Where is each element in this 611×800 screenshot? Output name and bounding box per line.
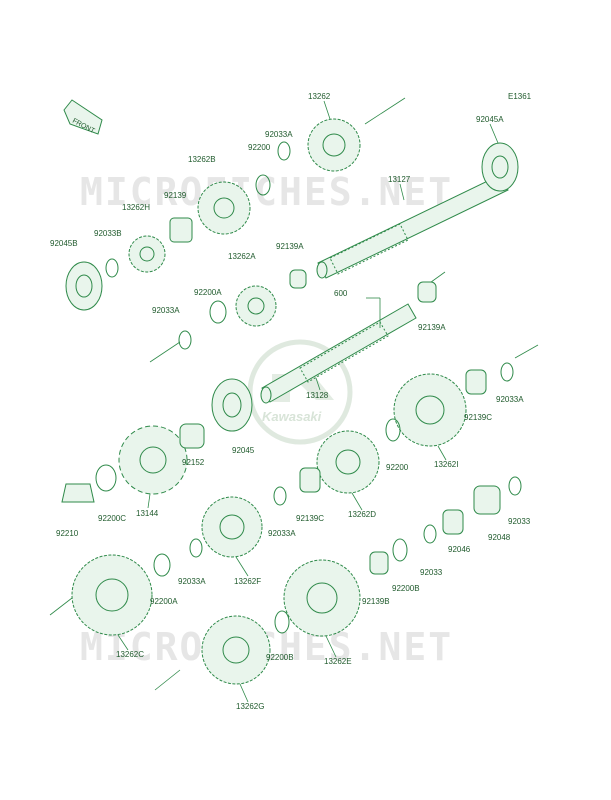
part-label: 13262E [324,657,352,666]
gear-13262A [235,285,277,327]
bearing-92045 [211,378,253,432]
part-label: 92210 [56,529,79,538]
sprocket-13144 [118,425,188,495]
part-label: 92033 [508,517,531,526]
part-label: 92139C [296,514,324,523]
part-label: 92139 [164,191,187,200]
part-label: 92139C [464,413,492,422]
part-label: 92139A [276,242,304,251]
gear-13262H [128,235,166,273]
gear-13262 [307,118,361,172]
circlip-92033-1 [508,476,522,496]
part-label: 92200A [150,597,178,606]
gear-13262I [393,373,467,447]
output-shaft [316,174,509,279]
part-label: 13262B [188,155,216,164]
part-label: 92033 [420,568,443,577]
part-label: 92200B [266,653,294,662]
washer-92200B-2 [274,610,290,634]
part-label: 13262A [228,252,256,261]
collar-92139A-1 [289,269,307,289]
circlip-92033-2 [423,524,437,544]
part-label: 92200A [194,288,222,297]
part-label: 92033A [178,577,206,586]
part-label: 92033A [152,306,180,315]
part-label: 13262G [236,702,264,711]
diagram-id: E1361 [508,92,532,101]
washer-92200B-1 [392,538,408,562]
circlip-92033A-3 [500,362,514,382]
part-label: 92045A [476,115,504,124]
part-label: 13262D [348,510,376,519]
circlip-92033A-4 [273,486,287,506]
part-label: 13262 [308,92,331,101]
collar-92139B [369,551,389,575]
collar-92152 [179,423,205,449]
circlip-92033A-2 [178,330,192,350]
circlip-92033B [105,258,119,278]
drive-shaft [260,303,417,404]
washer-92200-2 [385,418,401,442]
gear-13262C [71,554,153,636]
washer-92200C [95,464,117,492]
part-label: 13262C [116,650,144,659]
part-label: 13127 [388,175,411,184]
part-label: 92033A [496,395,524,404]
collar-92048 [473,485,501,515]
assembly-arrows [49,97,539,691]
part-label: 92200 [386,463,409,472]
part-label: 92046 [448,545,471,554]
front-arrow-icon: FRONT [63,99,103,135]
label-leaders [117,100,499,703]
nut-92210 [61,483,95,503]
gear-13262F [201,496,263,558]
watermark-top: MICROFICHES.NET [80,170,453,214]
part-label: 92033A [268,529,296,538]
needle-bearing-92139C-1 [465,369,487,395]
circlip-92033A-1 [277,141,291,161]
bearing-92045A [481,142,519,192]
part-label: 13262I [434,460,458,469]
part-label: 13262H [122,203,150,212]
washer-92200-1 [255,174,271,196]
part-labels: 13262 92033A 92200 92045A 13262B 13127 9… [50,92,531,711]
needle-bearing-92046 [442,509,464,535]
needle-bearing-92139C-2 [299,467,321,493]
collar-92139A-2 [417,281,437,303]
part-label: 13128 [306,391,329,400]
part-label: 92045B [50,239,78,248]
part-label: 92200B [392,584,420,593]
part-label: 13144 [136,509,159,518]
part-label: 13262F [234,577,261,586]
part-label: 92045 [232,446,255,455]
part-label: 92200 [248,143,271,152]
needle-bearing-92139 [169,217,193,243]
bearing-92045B [65,261,103,311]
gear-13262G [201,615,271,685]
circlip-92033A-5 [189,538,203,558]
part-label: 600 [334,289,348,298]
part-label: 92200C [98,514,126,523]
part-label: 92033B [94,229,122,238]
gear-13262B [197,181,251,235]
part-label: 92139A [418,323,446,332]
gear-13262E [283,559,361,637]
washer-92200A-2 [153,553,171,577]
part-label: 92033A [265,130,293,139]
part-label: 92048 [488,533,511,542]
gear-13262D [316,430,380,494]
svg-text:Kawasaki: Kawasaki [262,409,322,424]
part-label: 92152 [182,458,205,467]
washer-92200A-1 [209,300,227,324]
part-label: 92139B [362,597,390,606]
